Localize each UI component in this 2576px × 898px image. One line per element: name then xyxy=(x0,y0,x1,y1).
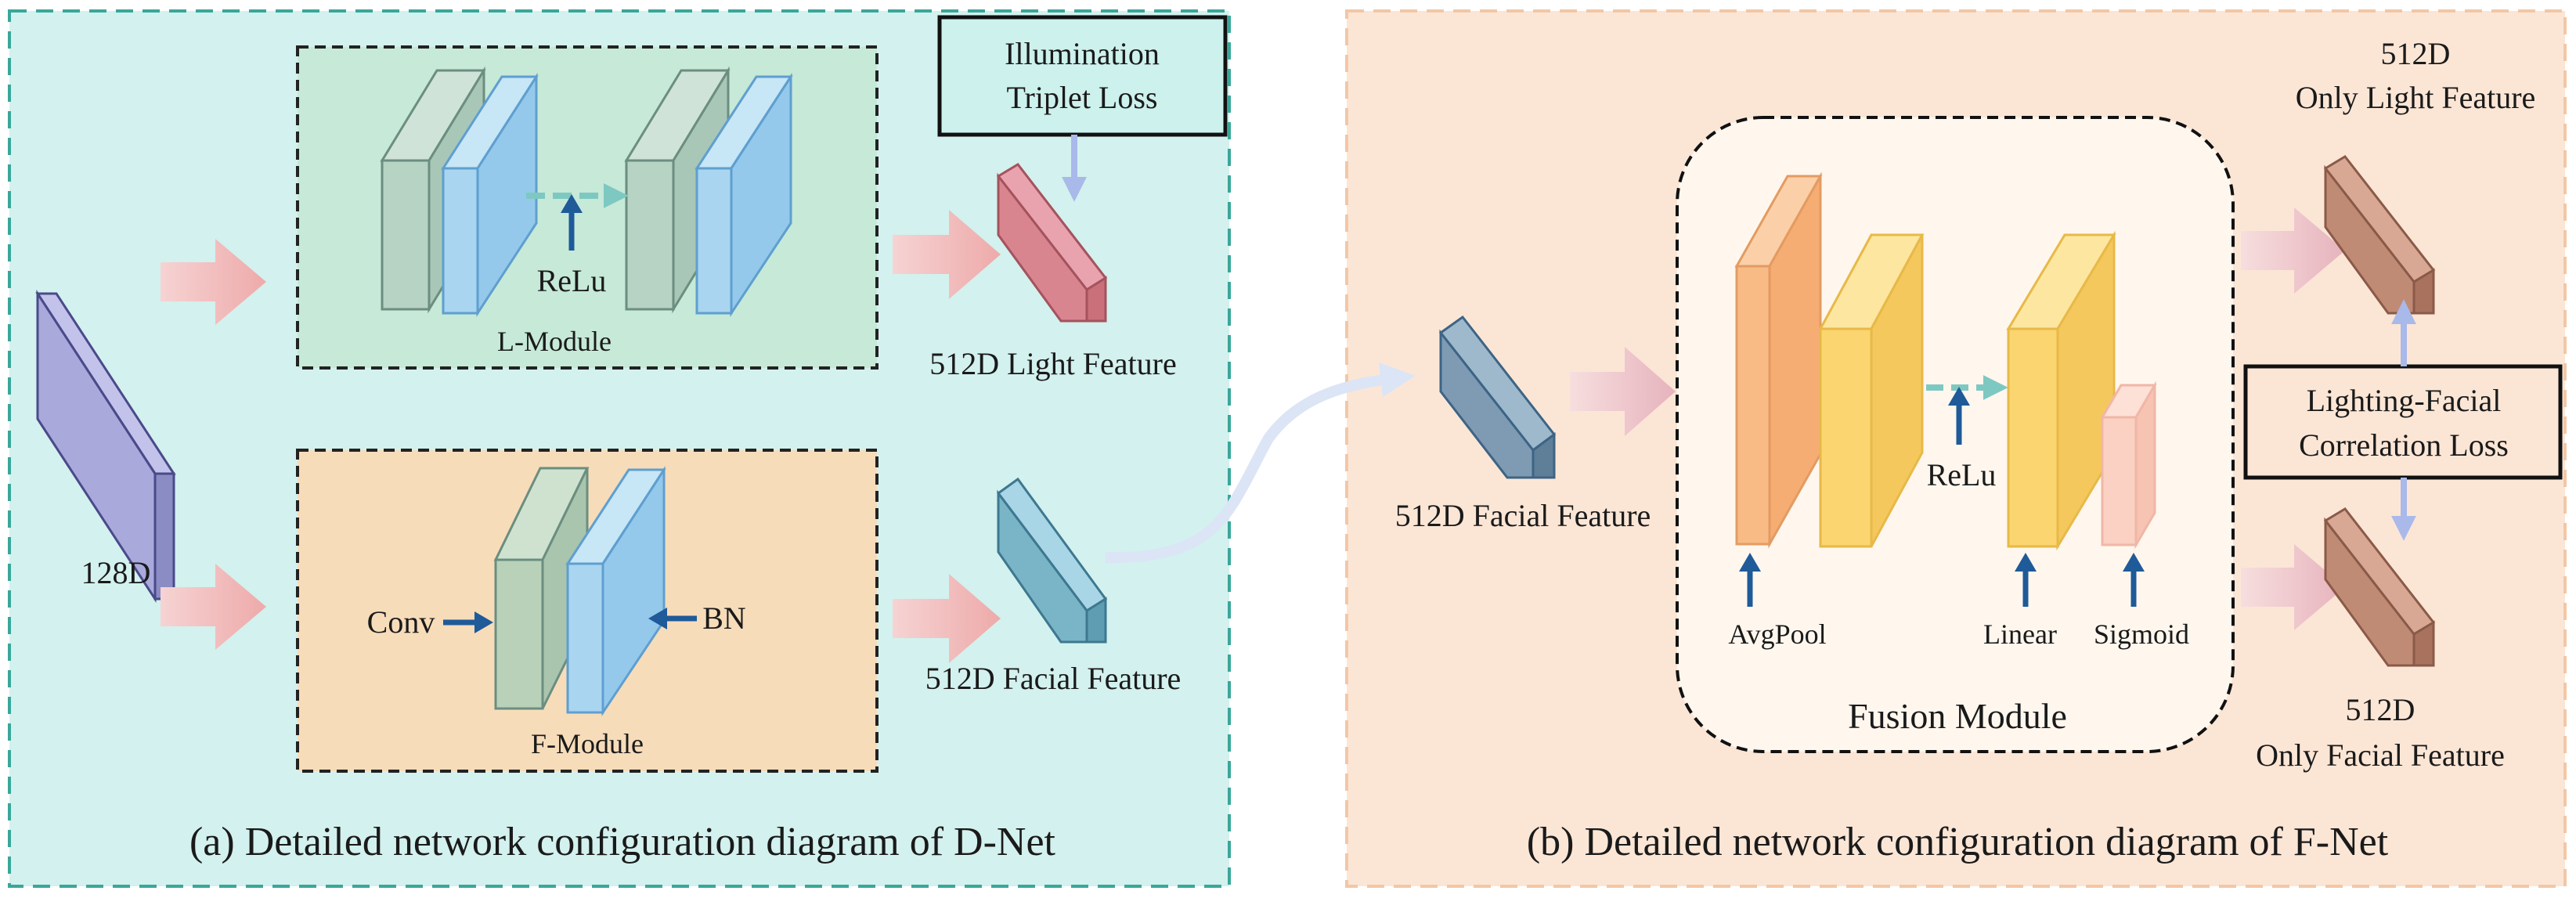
panel-a-caption: (a) Detailed network configuration diagr… xyxy=(189,820,1056,864)
arrow-to-only-light xyxy=(2241,207,2345,294)
conv-arrow-head xyxy=(474,611,493,633)
facial-feature-block-b xyxy=(1438,315,1557,479)
fusion-sigmoid-layer xyxy=(2100,380,2157,550)
illumination-loss-box xyxy=(937,15,1228,137)
avgpool-arrow-head xyxy=(1739,553,1761,572)
arrow-to-facial-feature xyxy=(893,574,1001,663)
f-module-bn-label: BN xyxy=(702,600,746,636)
f-module-label: F-Module xyxy=(531,728,644,759)
correlation-loss-label-2: Correlation Loss xyxy=(2299,427,2509,463)
sigmoid-arrow-head xyxy=(2123,553,2145,572)
arrow-to-only-facial xyxy=(2241,544,2345,630)
fnet-facial-input-label: 512D Facial Feature xyxy=(1395,498,1651,533)
bn-arrow-head xyxy=(648,608,667,629)
connector-arrow-d-to-f xyxy=(1105,362,1416,564)
l-module-relu-label: ReLu xyxy=(537,263,607,298)
l-module-layer-2-bn xyxy=(695,72,793,317)
fusion-sigmoid-label: Sigmoid xyxy=(2094,619,2189,650)
f-module-layer-bn xyxy=(565,465,666,716)
f-module-conv-label: Conv xyxy=(367,604,435,640)
input-128d-label: 128D xyxy=(81,555,151,590)
facial-feature-block-a xyxy=(996,477,1108,644)
facial-feature-label-a: 512D Facial Feature xyxy=(925,661,1182,696)
only-facial-feature-block xyxy=(2323,507,2436,667)
only-facial-label-2: Only Facial Feature xyxy=(2256,738,2505,773)
only-facial-label-1: 512D xyxy=(2346,692,2415,727)
illumination-loss-label-2: Triplet Loss xyxy=(1006,80,1157,115)
fusion-relu-arrow-head xyxy=(1948,387,1970,406)
illumination-loss-label-1: Illumination xyxy=(1005,36,1160,71)
fusion-avgpool-layer xyxy=(1734,171,1823,549)
input-128d-block xyxy=(35,289,176,604)
only-light-feature-block xyxy=(2323,155,2436,315)
correlation-loss-label-1: Lighting-Facial xyxy=(2307,383,2502,418)
fusion-linear-layer xyxy=(2006,230,2116,551)
only-light-label-1: 512D xyxy=(2381,36,2451,71)
arrow-to-f-module xyxy=(161,564,266,650)
fusion-linear-label: Linear xyxy=(1983,619,2057,650)
relu-up-arrow-head xyxy=(561,194,583,213)
f-module-layer-conv xyxy=(493,467,590,710)
fusion-relu-label: ReLu xyxy=(1927,457,1997,492)
l-module-layer-1-bn xyxy=(441,72,539,318)
correlation-loss-box xyxy=(2243,364,2563,480)
panel-b-caption: (b) Detailed network configuration diagr… xyxy=(1527,820,2389,864)
arrow-to-fusion-module xyxy=(1570,347,1676,436)
l-module-label: L-Module xyxy=(497,326,612,357)
fusion-layer-yellow-1 xyxy=(1818,233,1925,548)
only-light-label-2: Only Light Feature xyxy=(2296,80,2536,115)
arrow-to-l-module xyxy=(161,239,266,325)
arrow-to-light-feature xyxy=(893,210,1001,299)
light-feature-block xyxy=(996,163,1108,323)
light-feature-label: 512D Light Feature xyxy=(929,346,1177,381)
fusion-module-label: Fusion Module xyxy=(1848,696,2067,736)
fusion-avgpool-label: AvgPool xyxy=(1728,619,1826,650)
linear-arrow-head xyxy=(2015,553,2037,572)
